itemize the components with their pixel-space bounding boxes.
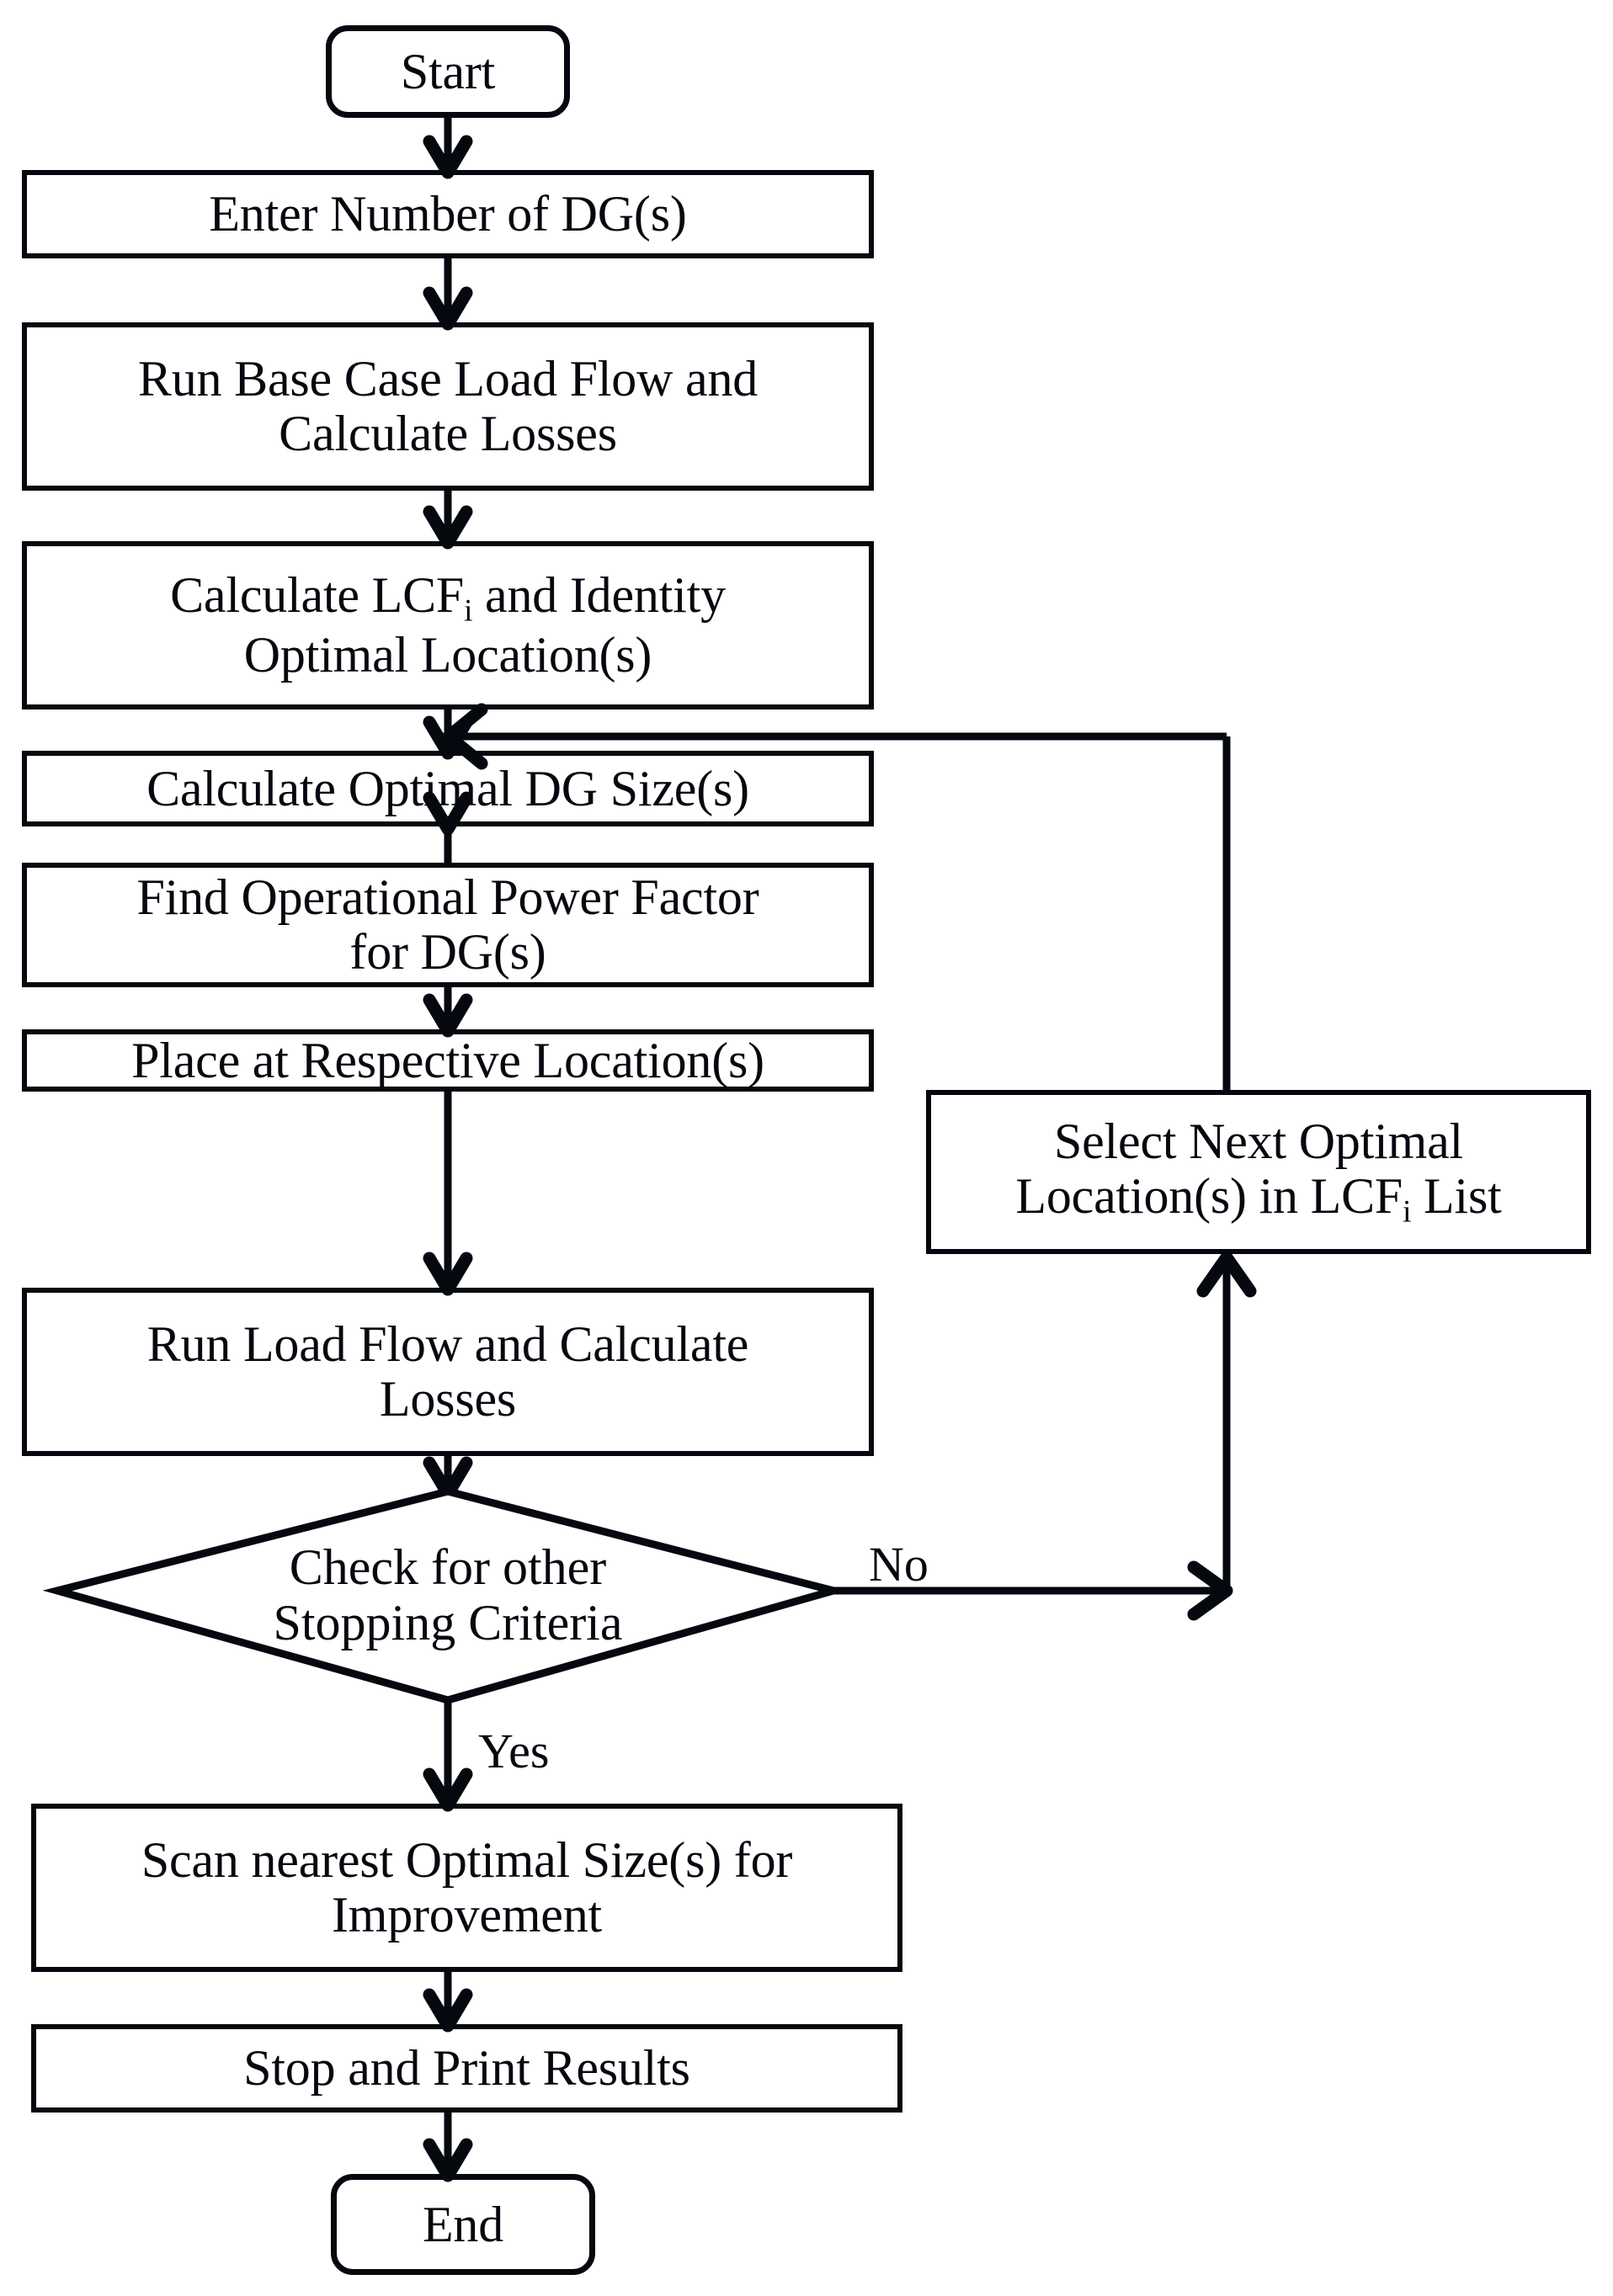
- node-calc-lcf-subscript: i: [464, 593, 473, 629]
- node-calc-lcf-line1-pre: Calculate LCF: [170, 566, 465, 623]
- node-stop-and-print-results[interactable]: Stop and Print Results: [31, 2024, 902, 2113]
- node-run-load-flow-calculate-losses[interactable]: Run Load Flow and Calculate Losses: [22, 1288, 874, 1456]
- node-find-operational-power-factor[interactable]: Find Operational Power Factor for DG(s): [22, 863, 874, 987]
- node-power-factor-line2: for DG(s): [349, 924, 546, 980]
- node-check-stopping-criteria-label: Check for other Stopping Criteria: [178, 1523, 717, 1666]
- node-end-label: End: [422, 2196, 504, 2252]
- node-run-base-case-load-flow[interactable]: Run Base Case Load Flow and Calculate Lo…: [22, 322, 874, 491]
- node-calc-lcf-line1-post: and Identity: [472, 566, 726, 623]
- node-enter-number-of-dg-label: Enter Number of DG(s): [209, 186, 687, 242]
- arrowhead-no-branch: [1187, 1560, 1233, 1621]
- node-place-label: Place at Respective Location(s): [131, 1032, 764, 1088]
- node-decision-line2: Stopping Criteria: [273, 1595, 623, 1650]
- node-run-load-flow-line1: Run Load Flow and Calculate: [146, 1316, 749, 1373]
- node-decision-line1: Check for other: [289, 1539, 607, 1595]
- arrowhead-power-factor: [423, 791, 473, 836]
- node-scan-line2: Improvement: [331, 1887, 603, 1943]
- node-select-next-subscript: i: [1403, 1194, 1412, 1230]
- node-start[interactable]: Start: [326, 25, 570, 118]
- edge-label-yes: Yes: [478, 1724, 550, 1778]
- node-end[interactable]: End: [331, 2174, 595, 2275]
- node-enter-number-of-dg[interactable]: Enter Number of DG(s): [22, 170, 874, 258]
- node-start-label: Start: [400, 43, 496, 99]
- node-run-base-case-line2: Calculate Losses: [279, 406, 617, 461]
- node-run-base-case-line1: Run Base Case Load Flow and: [137, 351, 759, 407]
- node-calc-lcf-line2: Optimal Location(s): [243, 627, 652, 683]
- node-select-next-line2-post: List: [1411, 1168, 1502, 1225]
- node-check-stopping-criteria-shape[interactable]: [42, 1487, 849, 1704]
- node-scan-line1: Scan nearest Optimal Size(s) for: [141, 1832, 793, 1889]
- node-power-factor-line1: Find Operational Power Factor: [136, 869, 759, 926]
- node-calculate-optimal-dg-size-label: Calculate Optimal DG Size(s): [146, 760, 749, 816]
- node-select-next-line2-pre: Location(s) in LCF: [1015, 1168, 1403, 1225]
- node-stop-print-label: Stop and Print Results: [243, 2040, 690, 2097]
- edge-label-no: No: [869, 1537, 929, 1592]
- node-run-load-flow-line2: Losses: [379, 1371, 517, 1427]
- node-calculate-optimal-dg-size[interactable]: Calculate Optimal DG Size(s): [22, 751, 874, 826]
- node-calculate-lcf-identity-optimal-location[interactable]: Calculate LCFi and Identity Optimal Loca…: [22, 541, 874, 710]
- node-select-next-line1: Select Next Optimal: [1053, 1113, 1464, 1170]
- arrowhead-select-next: [1196, 1251, 1257, 1298]
- node-place-at-respective-location[interactable]: Place at Respective Location(s): [22, 1029, 874, 1092]
- node-select-next-optimal-location[interactable]: Select Next Optimal Location(s) in LCFi …: [926, 1090, 1591, 1254]
- node-scan-nearest-optimal-size[interactable]: Scan nearest Optimal Size(s) for Improve…: [31, 1804, 902, 1972]
